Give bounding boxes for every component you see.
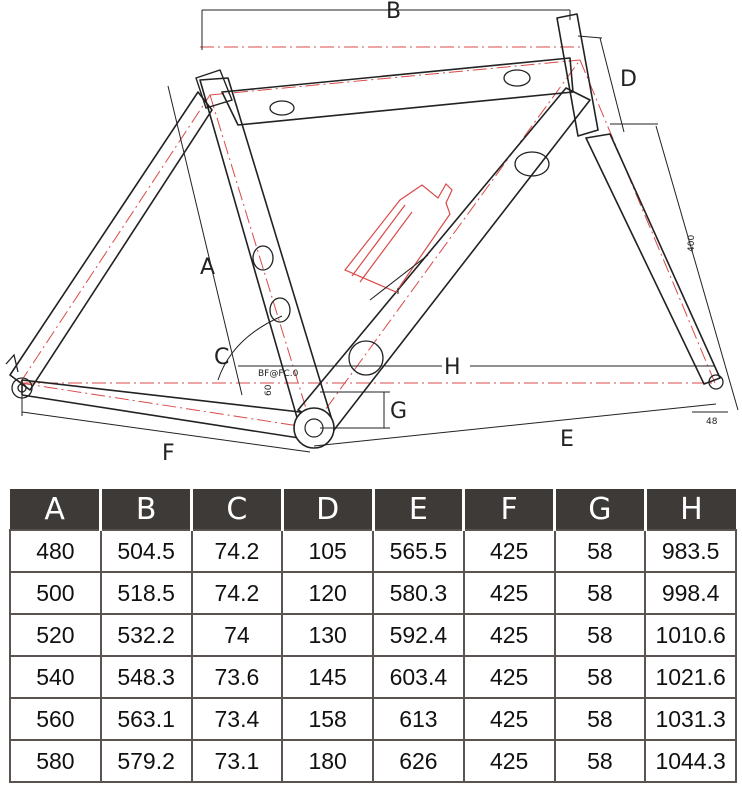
table-cell-c: 74.2 xyxy=(190,571,284,615)
label-B: B xyxy=(386,0,401,24)
table-cell-a: 560 xyxy=(9,697,102,741)
table-cell-e: 565.5 xyxy=(372,529,465,573)
table-cell-d: 105 xyxy=(281,529,374,573)
table-cell-f: 425 xyxy=(462,613,556,657)
bb-drop-label: 60 xyxy=(264,384,274,396)
table-cell-f: 425 xyxy=(462,529,556,573)
table-cell-e: 580.3 xyxy=(372,571,465,615)
table-cell-a: 500 xyxy=(9,571,102,615)
bottle-cage xyxy=(369,254,429,301)
table-cell-h: 1044.3 xyxy=(644,739,737,783)
label-D: D xyxy=(620,67,637,92)
table-cell-c: 73.4 xyxy=(190,697,284,741)
table-cell-f: 425 xyxy=(462,655,556,699)
table-cell-d: 180 xyxy=(281,739,374,783)
table-cell-b: 532.2 xyxy=(99,613,193,657)
table-cell-f: 425 xyxy=(462,739,556,783)
table-cell-f: 425 xyxy=(462,697,556,741)
header-C: C xyxy=(191,489,284,530)
table-cell-e: 626 xyxy=(372,739,465,783)
table-cell-a: 480 xyxy=(9,529,102,573)
table-cell-h: 998.4 xyxy=(644,571,737,615)
table-cell-h: 983.5 xyxy=(644,529,737,573)
table-cell-d: 145 xyxy=(281,655,374,699)
table-cell-c: 73.1 xyxy=(190,739,284,783)
bb-note-label: BF@FC.0 xyxy=(258,369,299,379)
table-cell-g: 58 xyxy=(553,613,647,657)
frame-tubes xyxy=(9,13,721,441)
tube-joints xyxy=(252,69,550,376)
table-cell-h: 1031.3 xyxy=(644,697,737,741)
header-B: B xyxy=(100,489,193,530)
fork-dropout xyxy=(708,374,724,390)
label-H: H xyxy=(444,355,461,380)
label-F: F xyxy=(162,441,175,466)
fork-length-label: 400 xyxy=(687,235,697,252)
table-cell-a: 540 xyxy=(9,655,102,699)
centerlines xyxy=(19,46,716,429)
table-cell-c: 74 xyxy=(190,613,284,657)
table-cell-a: 580 xyxy=(9,739,102,783)
label-G: G xyxy=(390,399,407,424)
header-G: G xyxy=(554,489,647,530)
table-cell-c: 74.2 xyxy=(190,529,284,573)
table-cell-b: 579.2 xyxy=(99,739,193,783)
table-cell-f: 425 xyxy=(462,571,556,615)
header-A: A xyxy=(10,489,103,530)
dropout-width-label: 48 xyxy=(706,417,718,427)
label-C: C xyxy=(214,345,229,370)
table-cell-e: 603.4 xyxy=(372,655,465,699)
frame-geometry-diagram: B D A C H G E F 400 48 BF@FC.0 60 xyxy=(5,0,739,466)
table-cell-c: 73.6 xyxy=(190,655,284,699)
table-cell-b: 518.5 xyxy=(99,571,193,615)
header-D: D xyxy=(282,489,375,530)
table-cell-b: 548.3 xyxy=(99,655,193,699)
table-cell-d: 130 xyxy=(281,613,374,657)
table-cell-h: 1010.6 xyxy=(644,613,737,657)
table-cell-h: 1021.6 xyxy=(644,655,737,699)
header-F: F xyxy=(463,489,556,530)
table-cell-a: 520 xyxy=(9,613,102,657)
dimension-lines xyxy=(21,9,739,453)
table-cell-b: 563.1 xyxy=(99,697,193,741)
table-cell-g: 58 xyxy=(553,571,647,615)
seat-clamp xyxy=(195,69,233,109)
label-A: A xyxy=(200,255,215,280)
table-cell-g: 58 xyxy=(553,655,647,699)
table-cell-e: 613 xyxy=(372,697,465,741)
water-bottle xyxy=(344,183,453,293)
table-cell-d: 120 xyxy=(281,571,374,615)
header-E: E xyxy=(373,489,466,530)
table-cell-b: 504.5 xyxy=(99,529,193,573)
table-cell-d: 158 xyxy=(281,697,374,741)
label-E: E xyxy=(560,427,574,452)
table-cell-g: 58 xyxy=(553,529,647,573)
table-header-row: A B C D E F G H xyxy=(10,489,736,530)
header-H: H xyxy=(645,489,736,530)
table-cell-g: 58 xyxy=(553,697,647,741)
table-cell-g: 58 xyxy=(553,739,647,783)
table-cell-e: 592.4 xyxy=(372,613,465,657)
